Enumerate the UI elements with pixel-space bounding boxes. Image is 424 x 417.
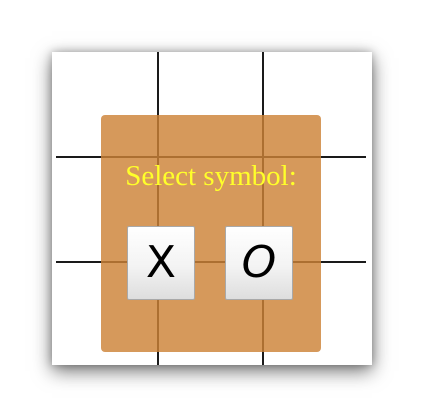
x-symbol-label: X xyxy=(145,237,177,288)
select-o-button[interactable]: O xyxy=(225,226,293,300)
symbol-select-dialog: Select symbol: X O xyxy=(101,115,321,352)
o-symbol-label: O xyxy=(241,237,277,288)
select-x-button[interactable]: X xyxy=(127,226,195,300)
dialog-title: Select symbol: xyxy=(125,160,297,192)
